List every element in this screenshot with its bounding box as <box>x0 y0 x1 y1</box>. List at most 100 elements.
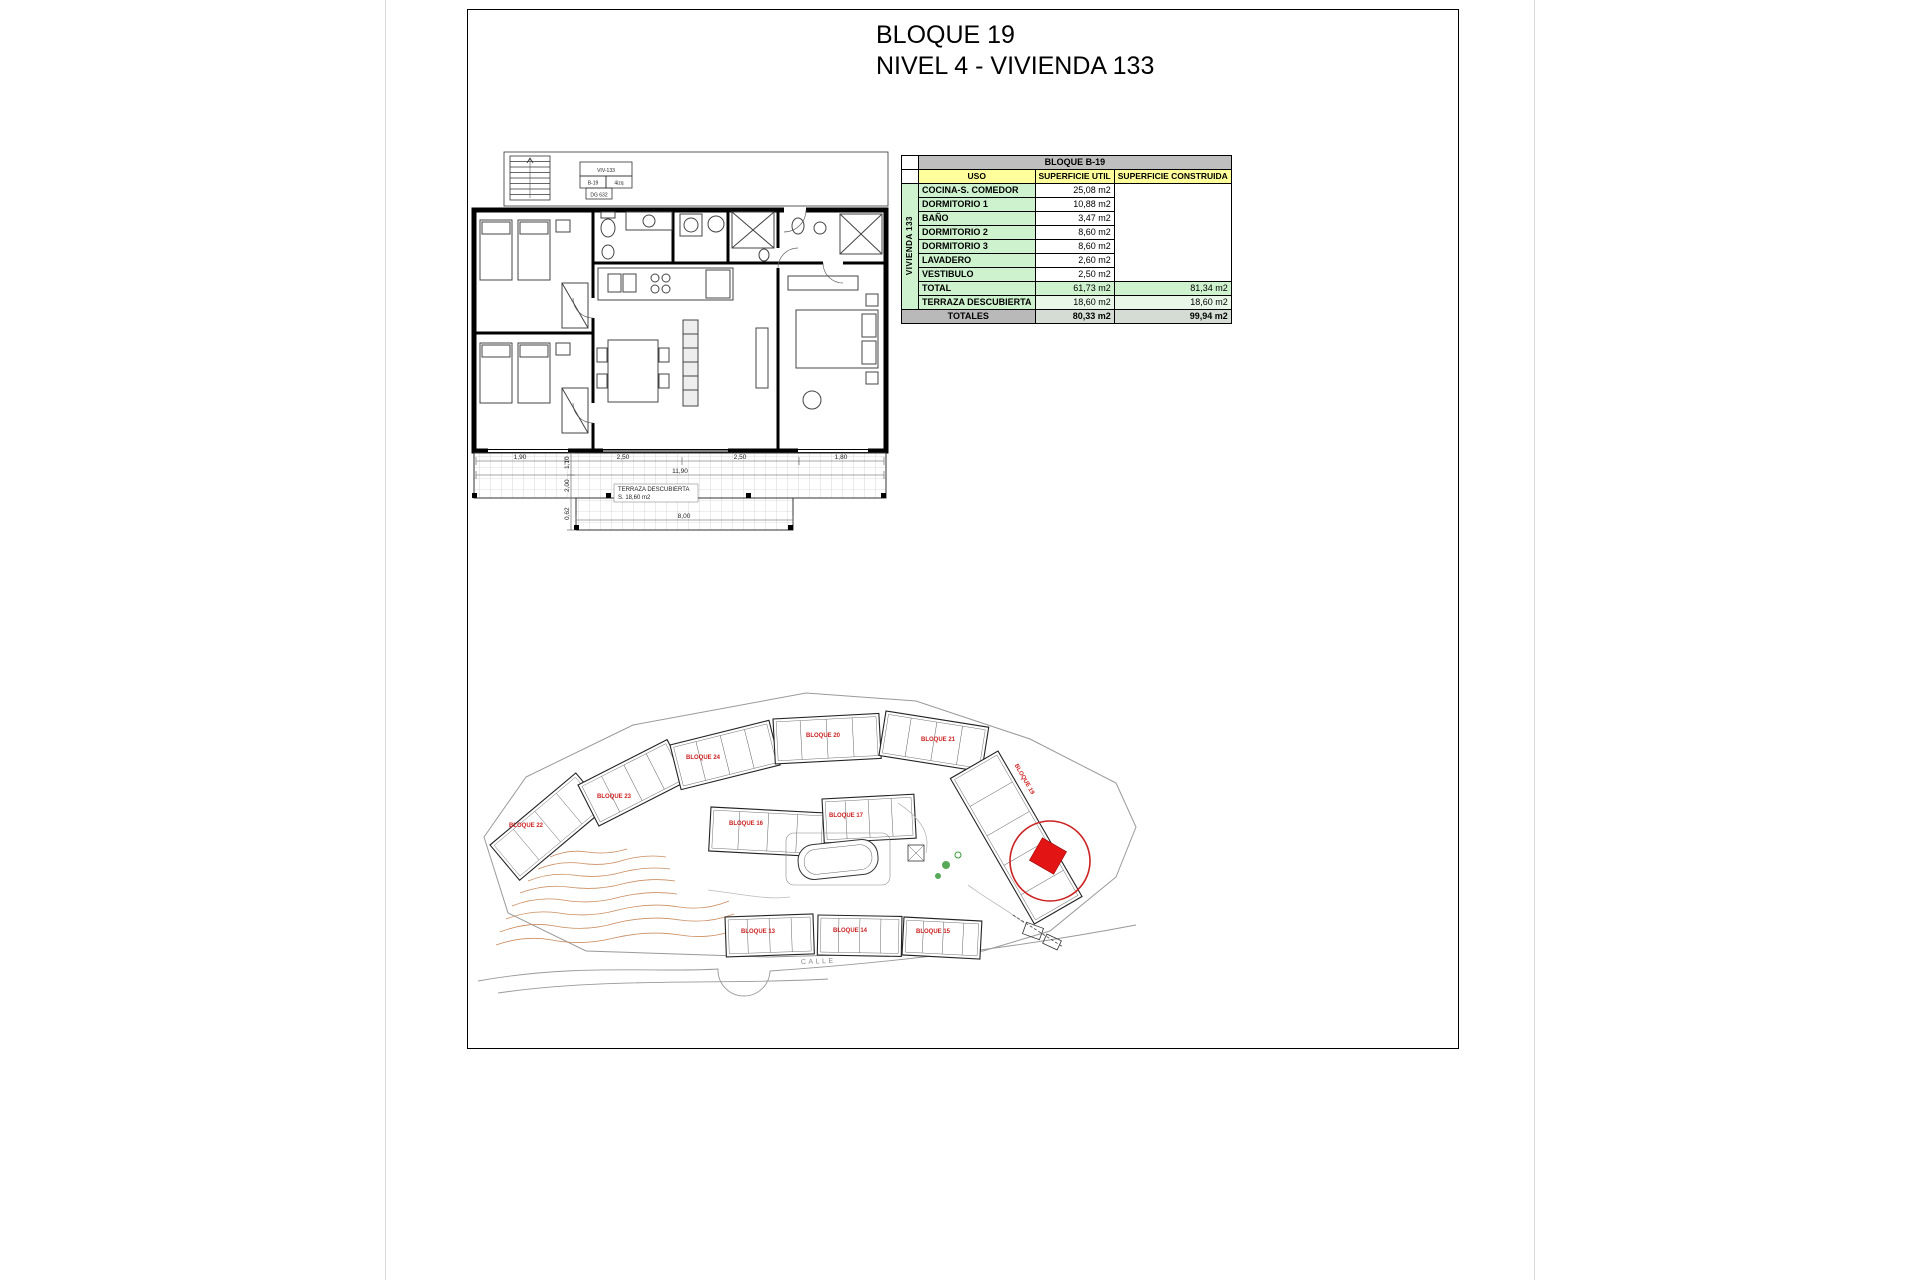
areas-table: BLOQUE B-19 USO SUPERFICIE UTIL SUPERFIC… <box>901 155 1232 324</box>
block-label: BLOQUE 17 <box>829 813 864 819</box>
dim-terrace-width: 8,00 <box>678 513 691 520</box>
totales-construida: 99,94 m2 <box>1113 309 1232 324</box>
col-header-util: SUPERFICIE UTIL <box>1034 169 1115 184</box>
block-label: BLOQUE 20 <box>806 733 841 739</box>
terraza-label-2: S. 18,60 m2 <box>618 495 651 501</box>
dim-v2: 2,00 <box>564 479 571 492</box>
construida-empty <box>1113 183 1232 282</box>
block-label: BLOQUE 21 <box>921 737 956 743</box>
street-label: CALLE <box>801 958 836 966</box>
dim-v1: 1,10 <box>564 456 571 469</box>
site-plan: BLOQUE 22 BLOQUE 23 BLOQUE 24 BLOQUE 20 … <box>477 692 1137 997</box>
block-label: BLOQUE 24 <box>686 755 721 761</box>
dim-1: 1,90 <box>514 454 527 461</box>
block-label: BLOQUE 15 <box>916 929 951 935</box>
block-label: BLOQUE 22 <box>509 823 544 829</box>
highlight-unit <box>1029 837 1067 875</box>
dimension-lines: 1,90 2,50 2,50 1,80 11,90 8,00 1,10 2,00… <box>475 452 885 531</box>
table-row: VESTIBULO 2,50 m2 <box>902 267 1232 282</box>
uso-cocina: COCINA-S. COMEDOR <box>918 183 1036 198</box>
building-block-23 <box>577 738 689 827</box>
dim-total-width: 11,90 <box>672 468 688 475</box>
title-line-2: NIVEL 4 - VIVIENDA 133 <box>876 51 1155 80</box>
vivienda-strip: VIVIENDA 133 <box>901 183 919 310</box>
block-label: BLOQUE 13 <box>741 929 776 935</box>
terraza-label-1: TERRAZA DESCUBIERTA <box>618 487 689 493</box>
interior-walls <box>474 210 886 451</box>
util-dormitorio1: 10,88 m2 <box>1034 197 1115 212</box>
uso-total: TOTAL <box>918 281 1036 296</box>
unit-tag: VIV-133 B-19 4izq DG 632 <box>579 161 633 200</box>
building-block-22 <box>489 772 607 882</box>
construida-terraza: 18,60 m2 <box>1113 295 1232 310</box>
uso-dormitorio2: DORMITORIO 2 <box>918 225 1036 240</box>
table-row-totales: TOTALES 80,33 m2 99,94 m2 <box>901 309 1232 324</box>
building-block-15 <box>901 916 983 960</box>
table-row: TOTAL 61,73 m2 81,34 m2 <box>902 281 1232 296</box>
title-block: BLOQUE 19 NIVEL 4 - VIVIENDA 133 <box>876 20 1154 81</box>
title-line-1: BLOQUE 19 <box>876 21 1015 49</box>
uso-terraza: TERRAZA DESCUBIERTA <box>918 295 1036 310</box>
tag-viv: VIV-133 <box>597 168 615 174</box>
building-block-19 <box>949 750 1083 925</box>
bedroom-2-furniture <box>479 342 589 434</box>
kitchen-fixtures <box>597 267 734 301</box>
floor-plan: VIV-133 B-19 4izq DG 632 <box>471 151 889 531</box>
table-row: DORMITORIO 3 8,60 m2 <box>902 239 1232 254</box>
table-row: TERRAZA DESCUBIERTA 18,60 m2 18,60 m2 <box>902 295 1232 310</box>
pool <box>785 832 891 886</box>
dim-v3: 0,62 <box>564 507 571 520</box>
totales-label: TOTALES <box>901 309 1036 324</box>
street-edge-2 <box>497 978 829 994</box>
building-block-14 <box>816 914 903 958</box>
dim-4: 1,80 <box>835 454 848 461</box>
col-header-uso: USO <box>918 169 1036 184</box>
dim-3: 2,50 <box>734 454 747 461</box>
spacer-cell <box>901 155 919 170</box>
table-row: VIVIENDA 133 COCINA-S. COMEDOR 25,08 m2 <box>901 183 1232 310</box>
tag-code: DG 632 <box>590 193 607 199</box>
corridor-outline <box>503 151 889 207</box>
util-dormitorio2: 8,60 m2 <box>1034 225 1115 240</box>
contour-lines <box>495 848 739 946</box>
table-row: LAVADERO 2,60 m2 <box>902 253 1232 268</box>
garage-structures <box>1012 914 1064 951</box>
building-block-17 <box>821 793 917 844</box>
table-block-header: BLOQUE B-19 <box>918 155 1232 170</box>
util-dormitorio3: 8,60 m2 <box>1034 239 1115 254</box>
tag-floor: 4izq <box>614 181 623 187</box>
bathroom-fixtures <box>600 211 673 260</box>
building-block-21 <box>878 710 990 773</box>
building-block-13 <box>724 913 815 958</box>
util-bano: 3,47 m2 <box>1034 211 1115 226</box>
util-terraza: 18,60 m2 <box>1034 295 1115 310</box>
table-row: DORMITORIO 2 8,60 m2 <box>902 225 1232 240</box>
uso-dormitorio3: DORMITORIO 3 <box>918 239 1036 254</box>
drawing-frame <box>467 9 1459 1049</box>
block-label: BLOQUE 16 <box>729 821 764 827</box>
tag-block: B-19 <box>588 181 599 187</box>
util-cocina: 25,08 m2 <box>1034 183 1115 198</box>
pavilion <box>907 844 925 862</box>
master-bedroom-furniture <box>787 275 879 410</box>
dim-2: 2,50 <box>617 454 630 461</box>
col-header-construida: SUPERFICIE CONSTRUIDA <box>1113 169 1232 184</box>
building-block-16 <box>708 806 827 858</box>
uso-dormitorio1: DORMITORIO 1 <box>918 197 1036 212</box>
site-boundary <box>483 692 1137 958</box>
util-total: 61,73 m2 <box>1034 281 1115 296</box>
util-vestibulo: 2,50 m2 <box>1034 267 1115 282</box>
highlight-circle <box>1009 820 1091 902</box>
terrace: TERRAZA DESCUBIERTA S. 18,60 m2 <box>472 452 887 531</box>
util-lavadero: 2,60 m2 <box>1034 253 1115 268</box>
ensuite-fixtures <box>791 213 883 255</box>
building-block-20 <box>772 712 882 765</box>
shower-room-fixtures <box>731 211 775 262</box>
laundry-fixtures <box>679 213 725 237</box>
living-furniture <box>682 319 769 407</box>
totales-util: 80,33 m2 <box>1034 309 1115 324</box>
bedroom-1-furniture <box>479 219 589 329</box>
construida-total: 81,34 m2 <box>1113 281 1232 296</box>
uso-lavadero: LAVADERO <box>918 253 1036 268</box>
stairs-icon <box>509 155 551 201</box>
